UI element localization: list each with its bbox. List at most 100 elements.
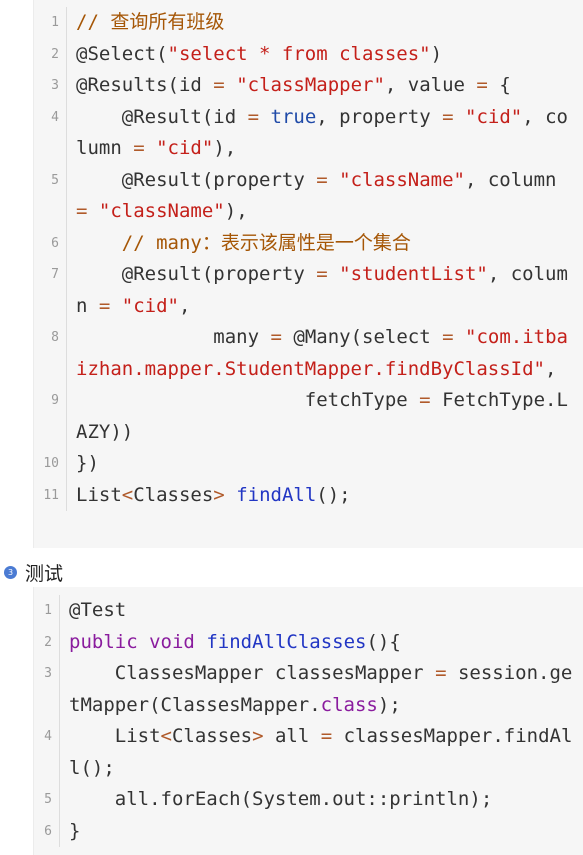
code-token: "className" [98,200,225,222]
code-token: ), [213,137,237,159]
section-heading: 3 测试 [4,558,63,586]
code-token: = [133,137,145,159]
line-number: 4 [34,721,60,784]
code-token: FetchType.LAZY)) [76,389,568,443]
code-token: > [213,483,225,506]
code-token: = [316,168,328,191]
code-text: public void findAllClasses(){ [60,627,583,659]
line-number: 11 [34,479,67,511]
code-token: // many：表示该属性是一个集合 [76,231,411,254]
code-line: 7 @Result(property = "studentList", colu… [34,259,583,322]
code-text: @Result(property = "studentList", column… [67,259,583,322]
code-token: = [435,662,447,684]
code-token: { [487,74,511,96]
code-token: Classes [133,483,214,506]
code-token: @Result(property [76,168,317,191]
line-number: 1 [34,595,60,627]
code-text: // 查询所有班级 [67,7,583,39]
code-token: classesMapper.findAll(); [69,725,573,779]
line-number: 7 [34,259,67,322]
code-text: @Results(id = "classMapper", value = { [67,70,583,102]
code-token [110,295,121,317]
code-token: @Result(id [76,105,248,128]
code-token: > [252,725,264,747]
code-token: @Result(property [76,263,317,285]
code-token: (); [316,483,351,506]
code-token: , column [76,263,568,317]
line-number: 8 [34,322,67,385]
code-text: } [60,816,583,848]
code-token: Classes [171,725,253,747]
code-line: 2@Select("select * from classes") [34,38,583,71]
code-token: = [442,105,454,128]
code-token: = [213,74,225,96]
line-number: 6 [34,815,60,847]
code-token: }) [76,452,99,474]
code-token [454,326,465,348]
code-token: = [270,326,282,348]
code-text: ClassesMapper classesMapper = session.ge… [60,658,583,721]
code-token: all [263,725,321,747]
code-token: < [160,725,172,747]
code-token: fetchType [76,389,420,411]
code-token: = [76,200,88,222]
code-token [328,263,339,285]
code-token: "classMapper" [236,74,385,96]
code-token: @Test [69,599,127,621]
code-text: }) [67,448,583,480]
code-token [87,200,98,222]
code-token: "cid" [121,294,179,317]
code-text: all.forEach(System.out::println); [60,784,583,816]
code-token: = [476,74,488,96]
code-token: , column [464,168,568,191]
code-token: , [545,357,557,380]
code-token: public [69,630,138,653]
code-token: ); [377,693,401,716]
code-token: session.getMapper(ClassesMapper. [69,662,573,716]
code-token: "className" [339,168,465,191]
code-token: < [121,483,134,506]
code-token: @Results(id [76,74,214,96]
code-token: @Select( [76,42,168,65]
code-token: , [179,294,191,317]
code-line: 6} [34,815,583,848]
code-token [328,169,339,191]
code-token: , property [316,105,443,128]
code-token: , value [384,74,477,96]
code-token: all.forEach(System.out::println); [69,788,493,810]
code-token: "select * from classes" [167,42,431,65]
code-token: = [419,389,431,411]
line-number: 6 [34,227,67,259]
code-token [225,484,236,506]
code-line: 1 @Test [34,595,583,627]
code-token: = [98,294,111,317]
line-number: 1 [34,7,67,39]
code-token: void [149,630,195,653]
code-text: fetchType = FetchType.LAZY)) [67,385,583,448]
code-token [145,137,156,159]
code-line: 10}) [34,448,583,480]
code-token: (){ [366,630,401,653]
code-line: 5 all.forEach(System.out::println); [34,784,583,816]
code-token: @Many(select [281,326,443,348]
code-token: = [247,105,260,128]
code-text: @Result(property = "className", column =… [67,165,583,228]
code-token: = [316,263,328,285]
code-text: @Test [60,595,583,627]
code-token: "cid" [465,105,523,128]
code-token: = [320,725,333,747]
line-number: 9 [34,385,67,448]
code-text: // many：表示该属性是一个集合 [67,228,583,260]
code-token: , column [76,105,568,160]
line-number: 5 [34,784,60,816]
line-number: 2 [34,626,60,658]
line-number: 5 [34,164,67,228]
code-token: = [442,326,454,348]
code-text: @Select("select * from classes") [67,39,583,71]
code-token: findAll [236,483,317,506]
code-token: List [69,725,161,747]
code-text: List<Classes> findAll(); [67,480,583,512]
code-token: } [69,819,81,842]
